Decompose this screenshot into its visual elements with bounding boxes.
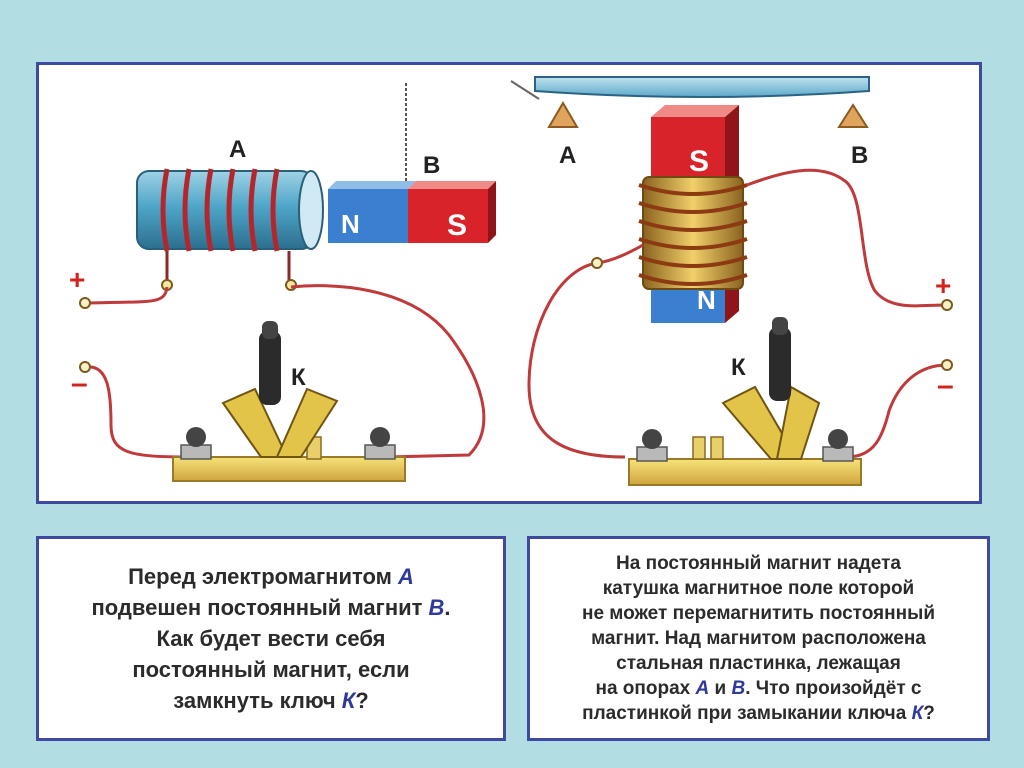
label-electromagnet-a: А — [229, 136, 246, 163]
left-diagram: N S + – А В К — [69, 83, 496, 482]
minus-sign-right: – — [937, 369, 954, 402]
support-b — [837, 103, 869, 128]
terminal-minus-right — [941, 359, 953, 371]
terminal-plus-right — [941, 299, 953, 311]
steel-plate — [510, 76, 870, 100]
question-left: Перед электромагнитом А подвешен постоян… — [36, 536, 506, 741]
coil-on-magnet — [638, 176, 748, 290]
plus-sign-right: + — [935, 270, 951, 301]
label-magnet-b: В — [423, 152, 440, 179]
right-diagram: S N + – — [510, 76, 954, 486]
support-a — [547, 101, 579, 128]
label-support-b: В — [851, 142, 868, 169]
coil-terminal — [591, 257, 603, 269]
pole-n-label-right: N — [697, 285, 716, 315]
diagram-panel: N S + – А В К — [36, 62, 982, 504]
minus-sign: – — [71, 367, 88, 400]
permanent-magnet-b: N S — [328, 181, 496, 243]
knife-switch-right — [628, 317, 862, 486]
right-wires — [527, 168, 948, 459]
question-right-text: На постоянный магнит надета катушка магн… — [581, 553, 935, 724]
pole-n-label: N — [341, 209, 360, 239]
pole-s-label: S — [447, 209, 467, 242]
question-left-text: Перед электромагнитом А подвешен постоян… — [91, 564, 451, 713]
left-wires — [86, 284, 486, 459]
electromagnet-coil — [136, 168, 324, 291]
label-support-a: А — [559, 142, 576, 169]
terminal-minus — [79, 361, 91, 373]
knife-switch-left — [172, 321, 406, 482]
plus-sign: + — [69, 264, 85, 295]
label-key-k: К — [291, 364, 306, 391]
question-right: На постоянный магнит надета катушка магн… — [527, 536, 990, 741]
terminal-plus — [79, 297, 91, 309]
label-key-k-right: К — [731, 354, 746, 381]
pole-s-label-right: S — [689, 145, 709, 178]
